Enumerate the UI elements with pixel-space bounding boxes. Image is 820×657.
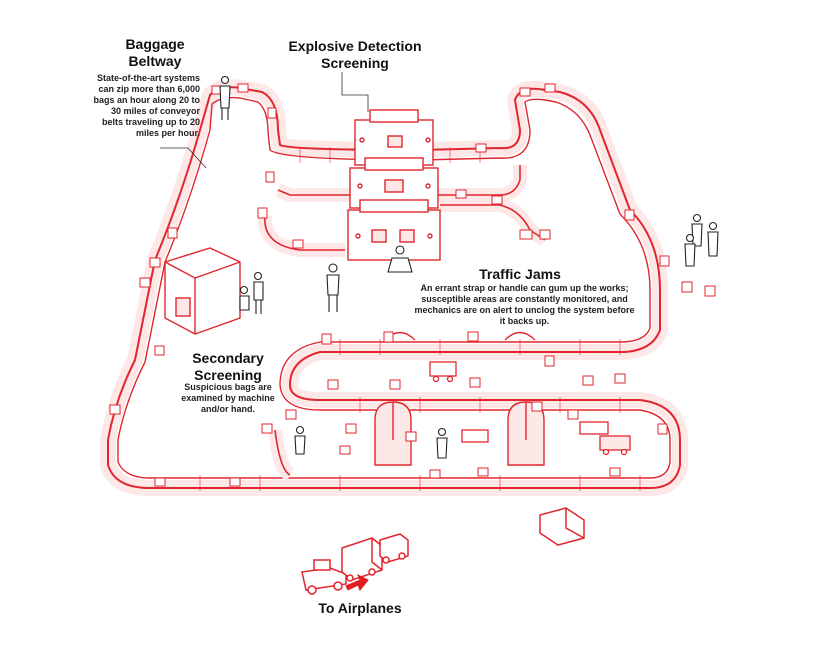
worker-carousel-2 bbox=[294, 425, 306, 455]
workers bbox=[219, 75, 719, 459]
loading-carousels bbox=[374, 331, 545, 466]
airport-tug-train bbox=[301, 507, 585, 595]
explosive-detection-machines bbox=[347, 109, 441, 261]
worker-carousel-1 bbox=[436, 427, 448, 459]
worker-right-2 bbox=[707, 221, 719, 257]
secondary-screening-booth bbox=[164, 247, 241, 335]
traffic-jams-title: Traffic Jams bbox=[479, 266, 561, 282]
worker-booth-1 bbox=[253, 271, 264, 314]
worker-screening-station bbox=[387, 245, 413, 273]
worker-booth-2 bbox=[239, 285, 250, 311]
traffic-jams-description: An errant strap or handle can gum up the… bbox=[414, 283, 635, 326]
explosive-detection-title: Explosive Detection Screening bbox=[288, 38, 422, 71]
worker-center bbox=[326, 263, 340, 312]
leader-lines bbox=[160, 72, 369, 169]
airplanes-arrow bbox=[345, 573, 369, 591]
conveyor-rails bbox=[199, 147, 641, 491]
worker-top-left bbox=[219, 75, 231, 120]
baggage-beltway-description: State-of-the-art systems can zip more th… bbox=[93, 73, 200, 138]
to-airplanes-label: To Airplanes bbox=[318, 600, 402, 616]
baggage-carts bbox=[429, 361, 631, 456]
secondary-screening-description: Suspicious bags are examined by machine … bbox=[181, 382, 275, 414]
worker-right-1 bbox=[691, 213, 703, 247]
bags bbox=[109, 83, 716, 487]
secondary-screening-title: Secondary Screening bbox=[192, 350, 264, 383]
baggage-beltway-title: Baggage Beltway bbox=[125, 36, 185, 69]
outer-beltway bbox=[100, 79, 688, 496]
worker-right-3 bbox=[684, 233, 696, 267]
